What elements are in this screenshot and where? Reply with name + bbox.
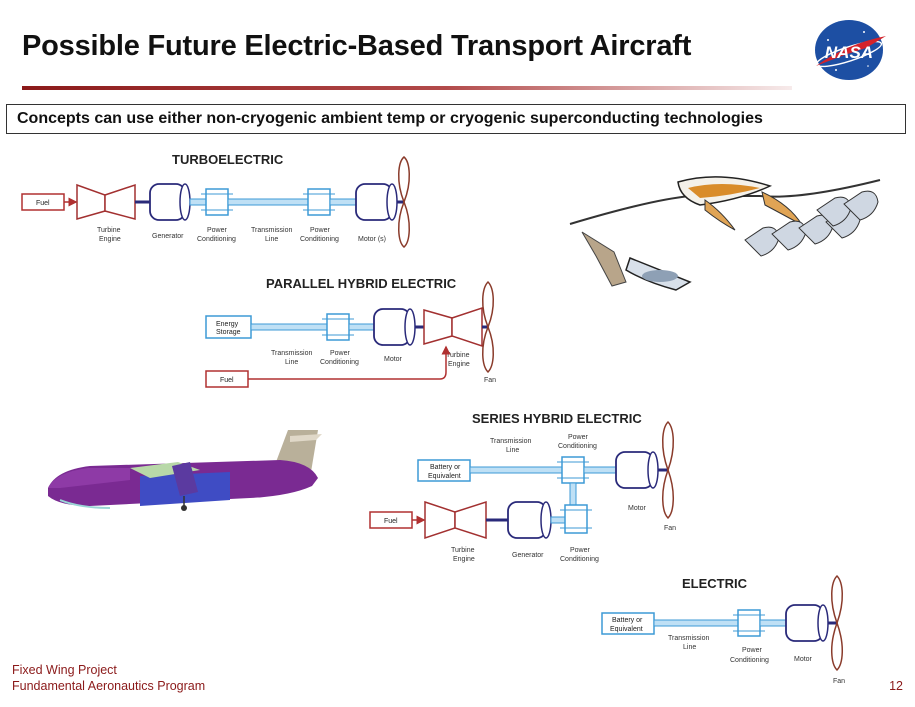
- vertical-link: [569, 482, 577, 506]
- title-underline: [22, 86, 792, 90]
- pc-label-2: Conditioning: [320, 359, 359, 366]
- cable: [189, 198, 207, 206]
- tl-label-1: Transmission: [271, 350, 312, 357]
- turbine-expander: [454, 500, 487, 540]
- propeller-blade-bottom: [398, 199, 410, 248]
- tl-label-1: Transmission: [490, 438, 531, 445]
- turbine-label-1: Turbine: [451, 547, 475, 554]
- turbine-expander: [451, 306, 483, 348]
- footer-program: Fundamental Aeronautics Program: [12, 679, 206, 693]
- pc-label-2: Conditioning: [730, 657, 769, 664]
- power-conditioning-1-box: [205, 188, 229, 216]
- generator-label: Generator: [152, 233, 184, 240]
- power-conditioning-box: [326, 313, 350, 341]
- turbine-expander: [104, 183, 136, 220]
- propeller-blade-bottom: [662, 467, 674, 520]
- energy-label-2: Storage: [216, 329, 241, 336]
- generator-label: Generator: [512, 552, 544, 559]
- pc2-label-2: Conditioning: [300, 236, 339, 243]
- footer-project: Fixed Wing Project: [12, 663, 117, 677]
- tl-label-2: Line: [265, 236, 278, 243]
- fuel-label: Fuel: [220, 377, 234, 384]
- pc-bot-label-1: Power: [570, 547, 591, 554]
- tl-label-2: Line: [506, 447, 519, 454]
- pc-top-label-1: Power: [568, 434, 589, 441]
- motor-label: Motor: [628, 505, 647, 512]
- fuel-arrow: [248, 345, 451, 380]
- motor-label: Motor: [384, 356, 403, 363]
- pc-label-1: Power: [330, 350, 351, 357]
- fan-label: Fan: [484, 377, 496, 384]
- electric-diagram: ELECTRIC Battery or Equivalent Transmiss…: [601, 574, 845, 685]
- power-conditioning-2-box: [307, 188, 331, 216]
- tl-label-2: Line: [285, 359, 298, 366]
- fan-label: Fan: [664, 525, 676, 532]
- turboelectric-title: TURBOELECTRIC: [172, 152, 284, 167]
- fan-label: Fan: [833, 678, 845, 685]
- transmission-line: [227, 198, 309, 206]
- power-conditioning-bottom-box: [564, 504, 588, 534]
- turbine-compressor: [76, 183, 106, 220]
- battery-label-2: Equivalent: [428, 473, 461, 480]
- nasa-logo-text: NASA: [825, 43, 873, 62]
- turboelectric-diagram: TURBOELECTRIC Fuel Turbine Engine Genera…: [21, 152, 410, 248]
- propeller-blade-bottom: [482, 324, 494, 374]
- propeller-blade-top: [398, 156, 410, 205]
- parallel-title: PARALLEL HYBRID ELECTRIC: [266, 276, 457, 291]
- pc2-label-1: Power: [310, 227, 331, 234]
- propeller-blade-top: [831, 574, 843, 626]
- pc1-label-1: Power: [207, 227, 228, 234]
- fuel-label: Fuel: [384, 518, 398, 525]
- tl-label-1: Transmission: [251, 227, 292, 234]
- pc-label-1: Power: [742, 647, 763, 654]
- pc-top-label-2: Conditioning: [558, 443, 597, 450]
- battery-label-1: Battery or: [430, 464, 461, 471]
- series-hybrid-diagram: SERIES HYBRID ELECTRIC Transmission Line…: [369, 411, 676, 563]
- turbine-label-1: Turbine: [446, 352, 470, 359]
- banner-text: Concepts can use either non-cryogenic am…: [6, 104, 906, 134]
- energy-label-1: Energy: [216, 321, 239, 328]
- electric-title: ELECTRIC: [682, 576, 748, 591]
- motor-label: Motor: [794, 656, 813, 663]
- slide-title: Possible Future Electric-Based Transport…: [22, 30, 692, 62]
- pc-bot-label-2: Conditioning: [560, 556, 599, 563]
- transmission-line: [250, 323, 328, 331]
- blended-wing-aircraft-image: [560, 170, 885, 291]
- propeller-blade-top: [482, 280, 494, 330]
- pc1-label-2: Conditioning: [197, 236, 236, 243]
- fuel-label: Fuel: [36, 200, 50, 207]
- nasa-logo: NASA: [815, 20, 886, 80]
- turbine-label-1: Turbine: [97, 227, 121, 234]
- transmission-line: [469, 466, 563, 474]
- turbine-compressor: [424, 500, 456, 540]
- generator-face: [179, 183, 191, 221]
- series-title: SERIES HYBRID ELECTRIC: [472, 411, 642, 426]
- regional-aircraft-image: [30, 428, 330, 518]
- power-conditioning-top-box: [561, 456, 585, 484]
- parallel-hybrid-diagram: PARALLEL HYBRID ELECTRIC Energy Storage …: [205, 276, 496, 388]
- turbine-compressor: [423, 309, 453, 345]
- battery-label-2: Equivalent: [610, 626, 643, 633]
- propeller-blade-bottom: [831, 620, 843, 672]
- turbine-label-2: Engine: [453, 556, 475, 563]
- battery-label-1: Battery or: [612, 617, 643, 624]
- tl-label-1: Transmission: [668, 635, 709, 642]
- propeller-blade-top: [662, 420, 674, 473]
- page-number: 12: [889, 679, 903, 693]
- turbine-label-2: Engine: [99, 236, 121, 243]
- transmission-line: [653, 619, 739, 627]
- power-conditioning-box: [737, 609, 761, 637]
- motor-label: Motor (s): [358, 236, 386, 243]
- tl-label-2: Line: [683, 644, 696, 651]
- turbine-label-2: Engine: [448, 361, 470, 368]
